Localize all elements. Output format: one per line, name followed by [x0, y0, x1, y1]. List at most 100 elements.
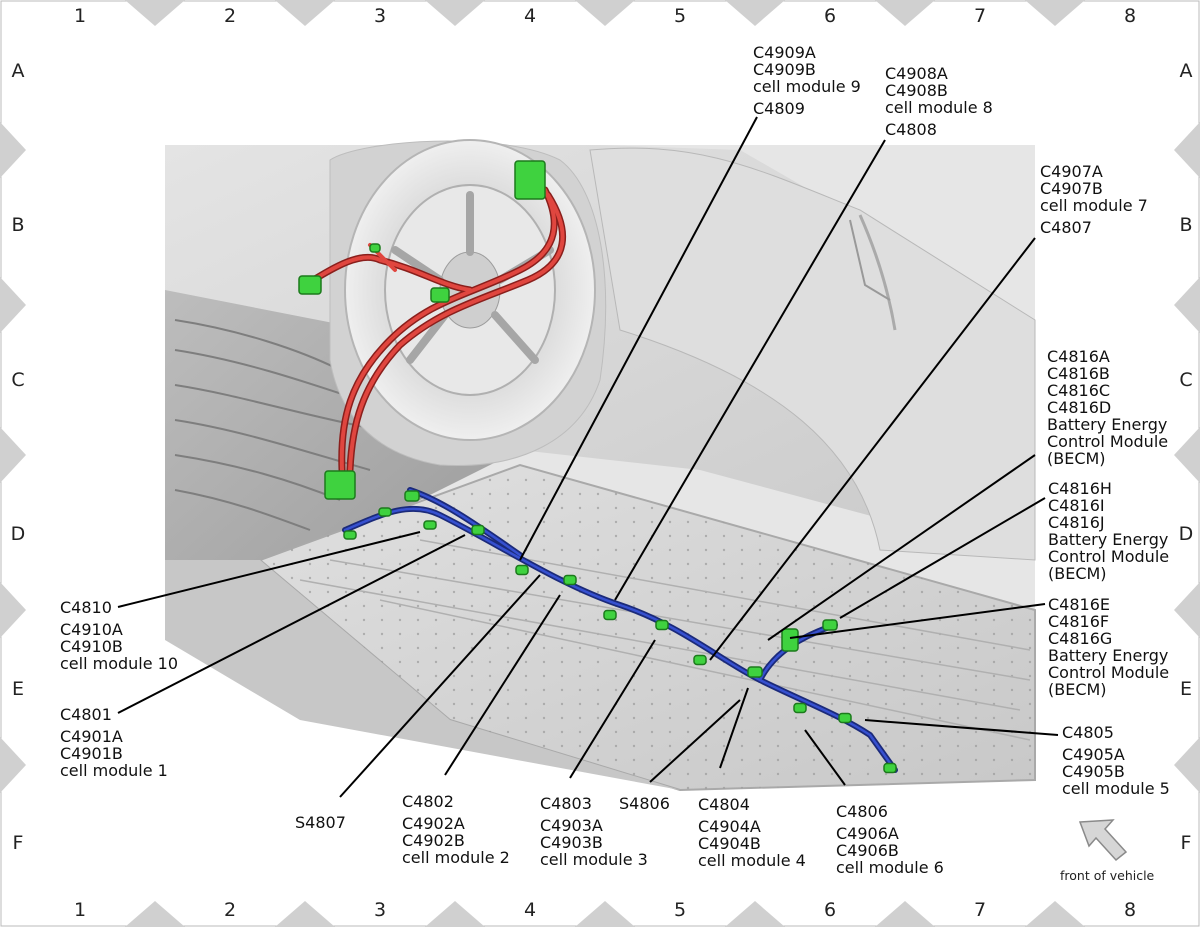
callout-line: C4909A: [753, 43, 816, 62]
hv-harness: [301, 186, 566, 474]
grid-column-label: 8: [1124, 899, 1136, 921]
callout-line: C4902A: [402, 814, 465, 833]
grid-row-label: C: [11, 369, 24, 391]
leader-line-cm5: [864, 719, 1059, 736]
callout-line: C4816A: [1047, 347, 1110, 366]
callout-line: C4908B: [885, 81, 948, 100]
grid-row-label: B: [1179, 214, 1192, 236]
callout-line: cell module 9: [753, 77, 861, 96]
callout-line: Control Module: [1047, 432, 1168, 451]
connector-icon: [298, 275, 322, 295]
grid-column-label: 2: [224, 5, 236, 27]
callout-line: C4904B: [698, 834, 761, 853]
leader-line-cm3: [569, 639, 656, 779]
leader-lines: [117, 116, 1059, 798]
front-of-vehicle-indicator: front of vehicle: [1060, 819, 1155, 883]
leader-line-becm_abcd: [767, 454, 1036, 641]
callout-line: (BECM): [1048, 564, 1107, 583]
callout-line: Battery Energy: [1048, 530, 1168, 549]
callout-line: C4816B: [1047, 364, 1110, 383]
callout-line: C4807: [1040, 218, 1092, 237]
callout-line: C4908A: [885, 64, 948, 83]
connector-icon: [471, 524, 485, 536]
grid-row-label: E: [12, 678, 24, 700]
callout-line: C4802: [402, 792, 454, 811]
connector-icon: [838, 712, 852, 724]
callout-line: C4816G: [1048, 629, 1112, 648]
callout-line: cell module 6: [836, 858, 944, 877]
connector-icon: [793, 702, 807, 714]
connector-icon: [423, 520, 437, 530]
callout-line: cell module 8: [885, 98, 993, 117]
connector-icon: [324, 470, 356, 500]
callout-line: cell module 7: [1040, 196, 1148, 215]
connector-icon: [563, 574, 577, 586]
connector-icon: [747, 666, 763, 678]
callout-line: S4807: [295, 813, 346, 832]
callout-line: cell module 2: [402, 848, 510, 867]
frame-tab: [1025, 0, 1085, 26]
frame-tab: [1174, 277, 1200, 333]
connector-icon: [404, 490, 420, 502]
callout-line: (BECM): [1047, 449, 1106, 468]
grid-column-label: 4: [524, 899, 536, 921]
callout-line: C4904A: [698, 817, 761, 836]
callout-line: C4816C: [1047, 381, 1110, 400]
callout-line: C4801: [60, 705, 112, 724]
callout-line: C4806: [836, 802, 888, 821]
callout-line: C4816E: [1048, 595, 1110, 614]
callout-line: C4905A: [1062, 745, 1125, 764]
front-arrow-icon: [1078, 819, 1128, 862]
callout-line: cell module 3: [540, 850, 648, 869]
grid-column-label: 1: [74, 5, 86, 27]
grid-row-label: E: [1180, 678, 1192, 700]
grid-column-label: 4: [524, 5, 536, 27]
leader-line-cm2: [444, 594, 561, 776]
leader-line-cm7: [709, 237, 1036, 661]
grid-column-label: 8: [1124, 5, 1136, 27]
frame-tab: [0, 427, 26, 483]
frame-tab: [575, 0, 635, 26]
callout-line: (BECM): [1048, 680, 1107, 699]
callout-line: cell module 1: [60, 761, 168, 780]
frame-tab: [275, 901, 335, 927]
grid-row-label: D: [1179, 523, 1194, 545]
leader-line-cm8: [614, 139, 886, 601]
frame-tab: [425, 901, 485, 927]
connector-icon: [430, 287, 450, 303]
connector-icon: [515, 564, 529, 576]
connector-icon: [883, 762, 897, 774]
connector-icon: [514, 160, 546, 200]
grid-row-label: C: [1179, 369, 1192, 391]
callout-line: Battery Energy: [1047, 415, 1167, 434]
connector-icon: [822, 619, 838, 631]
grid-column-label: 5: [674, 5, 686, 27]
callout-line: C4906B: [836, 841, 899, 860]
callout-line: cell module 4: [698, 851, 806, 870]
connector-icon: [781, 628, 799, 652]
callout-line: Battery Energy: [1048, 646, 1168, 665]
callout-line: C4816I: [1048, 496, 1105, 515]
callout-line: C4804: [698, 795, 750, 814]
callout-s4806: S4806: [619, 794, 670, 813]
leader-line-cm10: [117, 531, 421, 608]
callout-line: C4910A: [60, 620, 123, 639]
grid-column-label: 6: [824, 5, 836, 27]
callout-line: C4901A: [60, 727, 123, 746]
frame-tab: [0, 122, 26, 178]
grid-column-label: 1: [74, 899, 86, 921]
grid-column-label: 3: [374, 5, 386, 27]
callout-line: C4907A: [1040, 162, 1103, 181]
callout-line: C4808: [885, 120, 937, 139]
